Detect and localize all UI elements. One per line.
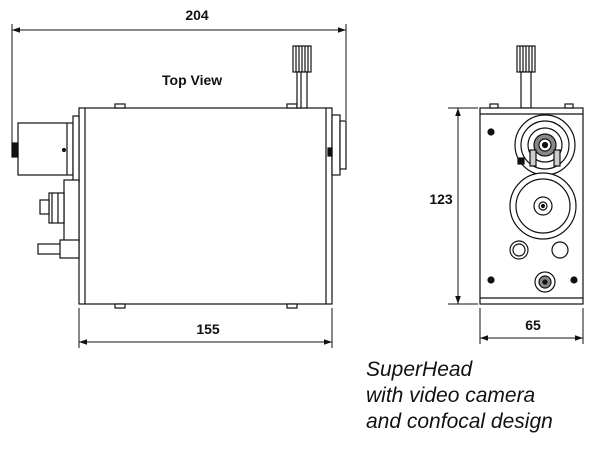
dimension-width bbox=[479, 308, 584, 344]
video-camera-module bbox=[11, 115, 80, 183]
product-caption: SuperHead with video camera and confocal… bbox=[366, 357, 598, 435]
dimension-body-length bbox=[78, 308, 333, 348]
dimension-overall-length bbox=[11, 24, 347, 144]
cable-port bbox=[37, 239, 80, 259]
top-view-title: Top View bbox=[162, 72, 222, 88]
dimension-height bbox=[448, 107, 478, 305]
caption-line-3: and confocal design bbox=[366, 410, 553, 433]
dimension-label-155: 155 bbox=[196, 321, 220, 337]
caption-line-2: with video camera bbox=[366, 384, 536, 407]
caption-line-1: SuperHead bbox=[366, 358, 473, 381]
dimension-label-123: 123 bbox=[429, 191, 453, 207]
right-flange bbox=[331, 114, 341, 176]
dimension-label-65: 65 bbox=[525, 317, 541, 333]
camera-port bbox=[514, 114, 576, 176]
adjustment-knob bbox=[292, 45, 312, 109]
optical-port bbox=[509, 172, 577, 240]
signal-connectors bbox=[509, 240, 569, 293]
confocal-connector bbox=[39, 179, 80, 243]
front-view-drawing bbox=[479, 45, 584, 305]
main-body bbox=[78, 107, 333, 305]
dimension-label-204: 204 bbox=[185, 7, 209, 23]
top-view-drawing bbox=[11, 45, 347, 309]
front-adjustment-knob bbox=[516, 45, 536, 109]
